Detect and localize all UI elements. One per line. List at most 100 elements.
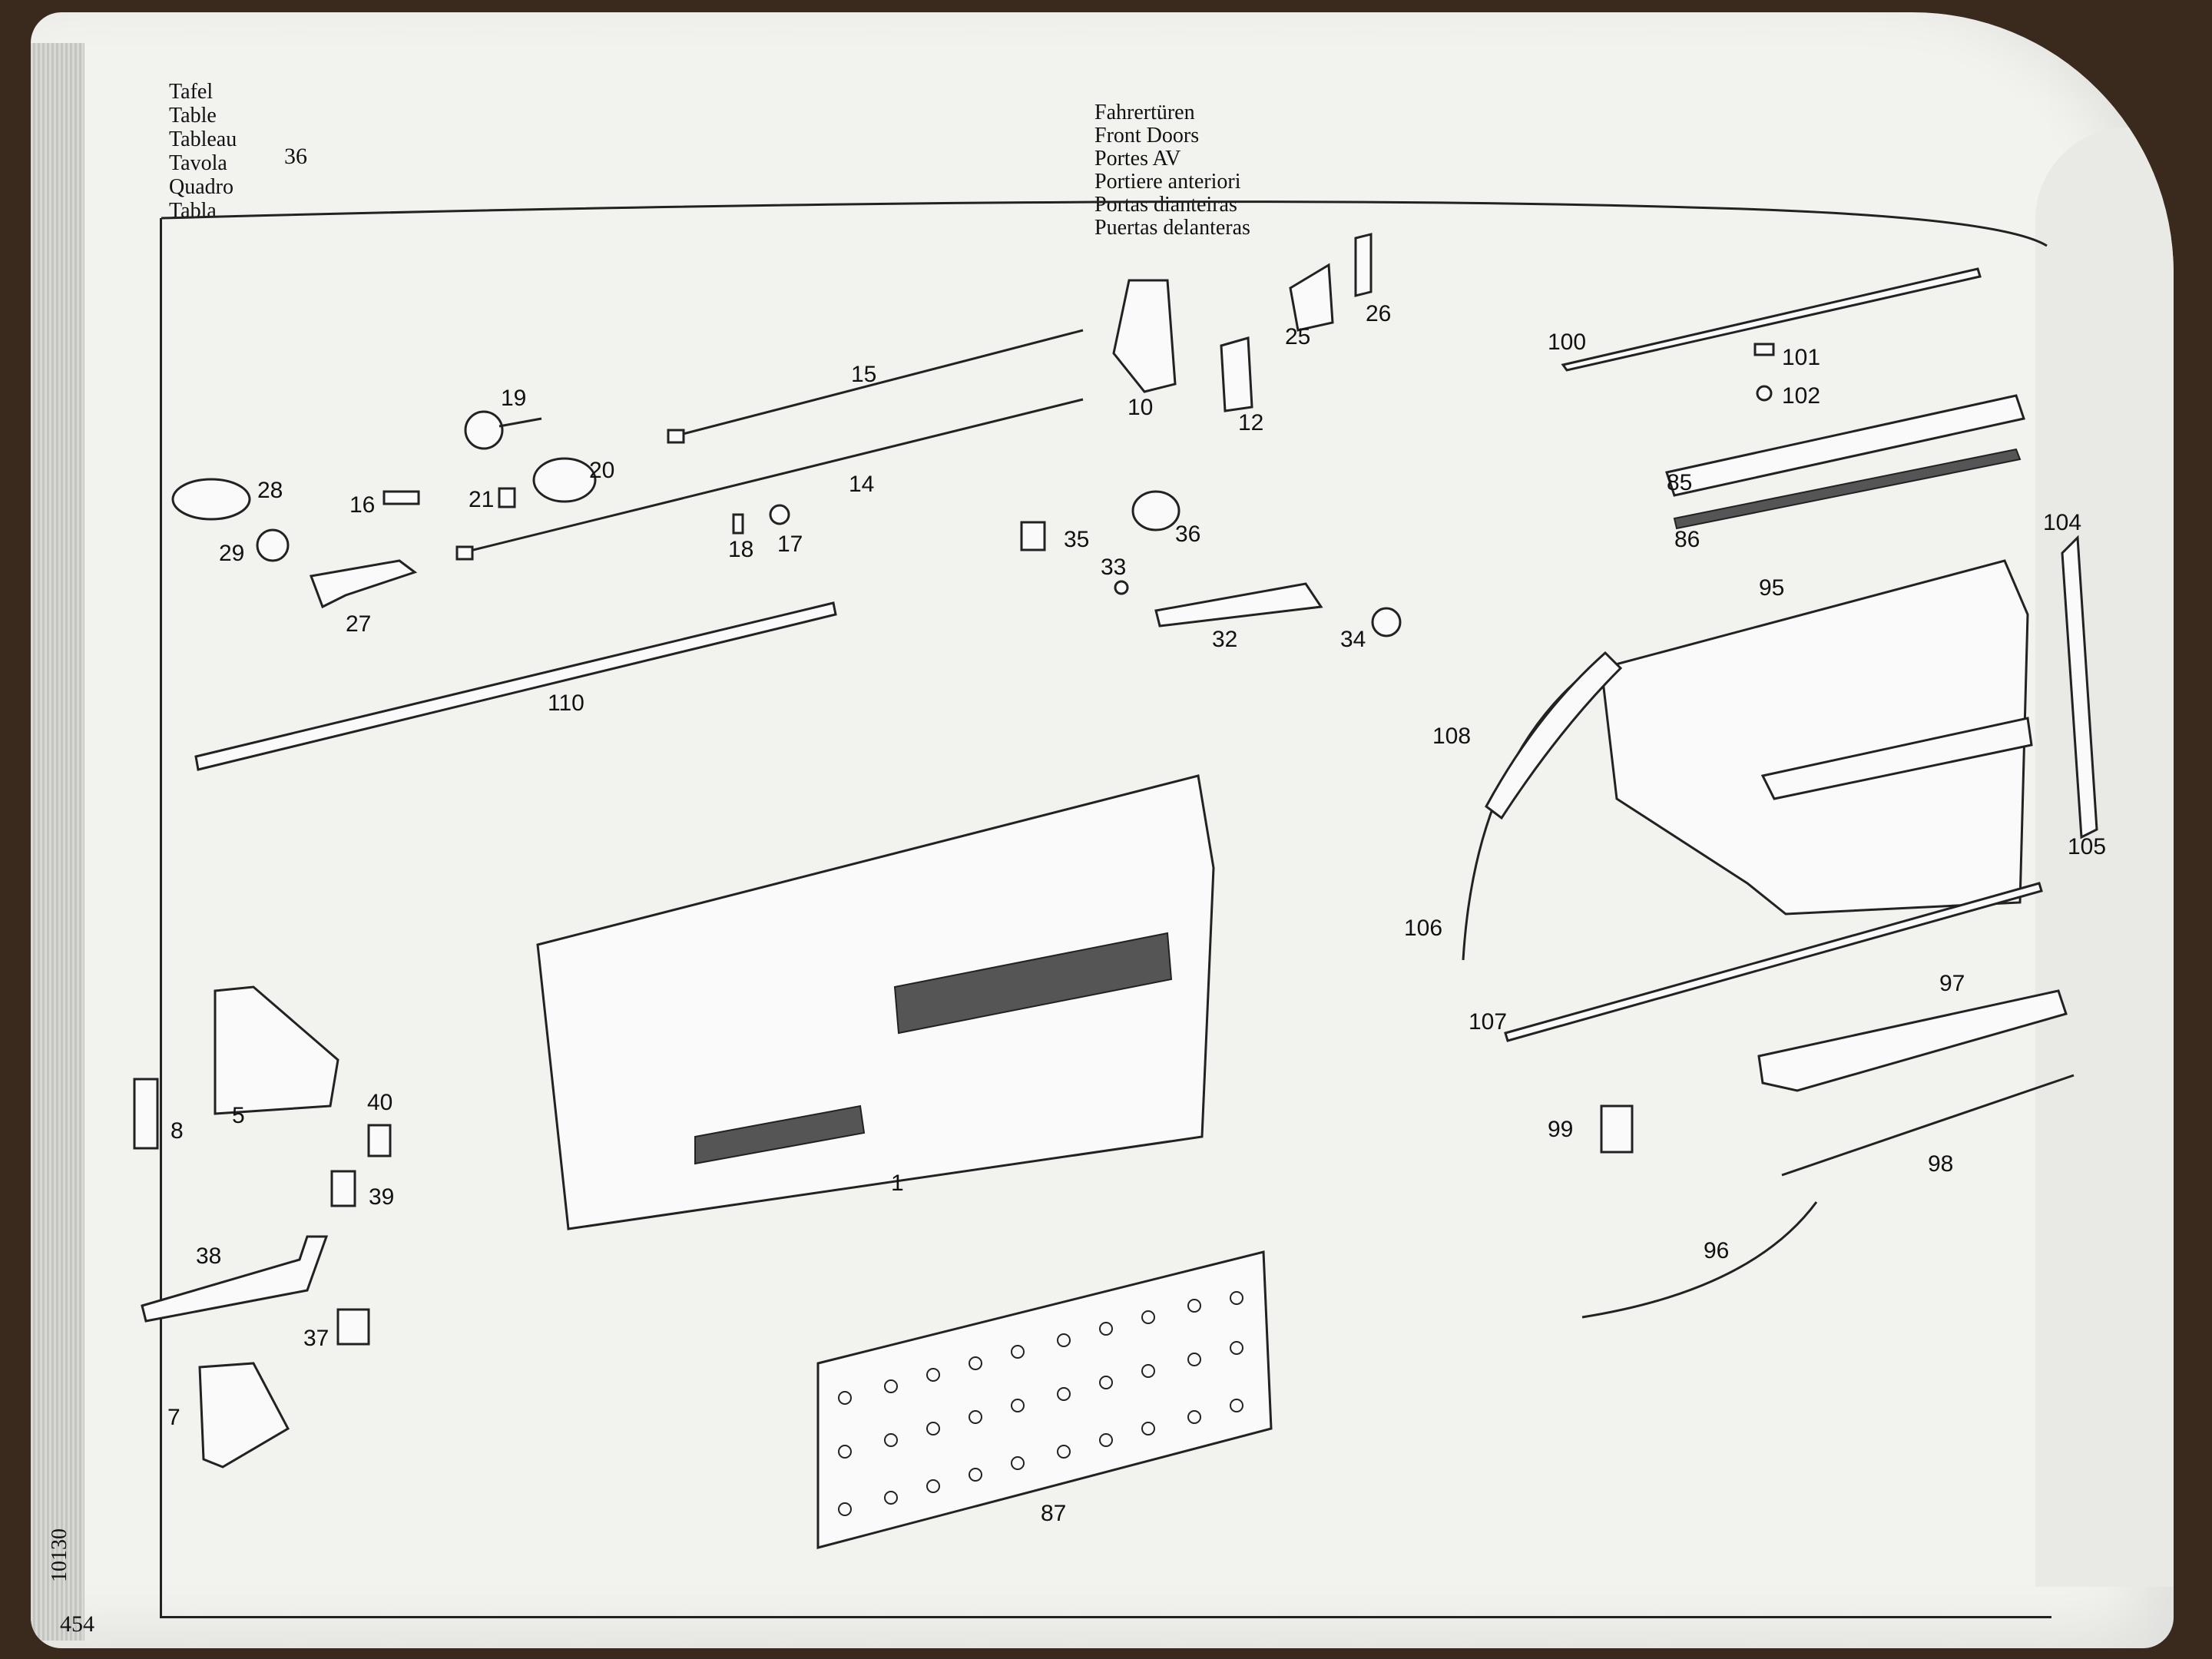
table-labels: Tafel Table Tableau Tavola Quadro Tabla … (169, 80, 307, 223)
part-87-holes (838, 1291, 1243, 1516)
next-page-sheet (2035, 127, 2174, 1587)
part-5-hinge (214, 985, 339, 1115)
part-28 (171, 478, 251, 521)
callout-86: 86 (1674, 527, 1700, 552)
page-stack-edge (31, 43, 84, 1641)
part-39 (330, 1170, 356, 1207)
callout-20: 20 (589, 458, 614, 483)
part-21 (498, 487, 516, 508)
callout-17: 17 (777, 531, 803, 557)
part-14-end (455, 545, 474, 561)
callout-35: 35 (1064, 527, 1089, 552)
callout-99: 99 (1548, 1117, 1573, 1142)
part-110-strip (194, 601, 837, 771)
table-number: 36 (284, 144, 307, 169)
part-38-strap (141, 1235, 329, 1323)
callout-107: 107 (1469, 1009, 1507, 1035)
part-1-door-shell (536, 774, 1215, 1230)
callout-102: 102 (1782, 383, 1820, 409)
table-label: Tableau (169, 127, 237, 151)
callout-96: 96 (1704, 1238, 1729, 1263)
vertical-code: 10130 (48, 1528, 71, 1582)
frame-top-curve (161, 200, 2048, 247)
callout-98: 98 (1928, 1151, 1953, 1177)
callout-29: 29 (219, 541, 244, 566)
callout-106: 106 (1404, 916, 1442, 941)
callout-34: 34 (1340, 627, 1366, 652)
part-14-rod (460, 398, 1084, 555)
part-108 (1485, 651, 1623, 820)
table-label: Tafel (169, 80, 214, 104)
part-95-trim-panel (1600, 559, 2029, 916)
part-102 (1756, 385, 1773, 402)
callout-33: 33 (1101, 555, 1126, 580)
part-27 (309, 559, 418, 609)
part-99 (1600, 1104, 1634, 1154)
callout-19: 19 (501, 386, 526, 411)
part-10 (1112, 279, 1177, 393)
callout-1: 1 (891, 1171, 904, 1196)
callout-15: 15 (851, 362, 876, 387)
part-8 (133, 1078, 159, 1150)
title-line: Portiere anteriori (1094, 170, 1241, 194)
title-line: Puertas delanteras (1094, 216, 1250, 240)
part-35 (1020, 521, 1046, 551)
part-26 (1354, 233, 1373, 297)
callout-25: 25 (1285, 324, 1310, 349)
part-15-end (667, 429, 685, 444)
part-104-105-strip (2061, 535, 2098, 839)
part-100-strip (1561, 267, 1982, 372)
callout-95: 95 (1759, 575, 1784, 601)
callout-12: 12 (1238, 410, 1263, 435)
part-17 (769, 504, 790, 525)
table-label: Quadro (169, 175, 233, 199)
callout-14: 14 (849, 472, 874, 497)
callout-32: 32 (1212, 627, 1237, 652)
part-19-arm (498, 417, 542, 428)
part-16 (382, 490, 420, 505)
part-37 (336, 1308, 370, 1346)
callout-5: 5 (232, 1103, 245, 1128)
title-line: Portes AV (1094, 147, 1181, 171)
part-1-lower-opening (694, 1104, 866, 1165)
callout-104: 104 (2043, 510, 2081, 535)
callout-28: 28 (257, 478, 283, 503)
callout-108: 108 (1432, 724, 1471, 749)
callout-16: 16 (349, 492, 375, 518)
part-20 (532, 457, 597, 503)
page-title: Fahrertüren Front Doors Portes AV Portie… (1094, 101, 1250, 240)
diagram-frame (160, 218, 2051, 1618)
callout-36: 36 (1175, 522, 1200, 547)
callout-10: 10 (1128, 395, 1153, 420)
callout-38: 38 (196, 1243, 221, 1269)
part-33 (1114, 580, 1129, 595)
page-number: 454 (60, 1611, 94, 1637)
table-label: Tavola (169, 151, 227, 175)
callout-18: 18 (728, 537, 753, 562)
part-32 (1154, 582, 1323, 628)
callout-26: 26 (1366, 301, 1391, 326)
part-25 (1289, 263, 1334, 332)
callout-40: 40 (367, 1090, 392, 1115)
callout-85: 85 (1667, 470, 1692, 495)
part-95-armrest (1760, 717, 2033, 800)
part-1-window-opening (893, 932, 1173, 1035)
part-18 (732, 513, 744, 535)
part-34 (1371, 607, 1402, 637)
callout-39: 39 (369, 1184, 394, 1210)
callout-101: 101 (1782, 345, 1820, 370)
part-97 (1757, 989, 2068, 1092)
part-101 (1753, 343, 1775, 356)
part-12 (1220, 336, 1253, 412)
callout-87: 87 (1041, 1501, 1066, 1526)
part-40 (367, 1124, 392, 1157)
callout-21: 21 (469, 487, 494, 512)
part-96 (1581, 1201, 1818, 1319)
callout-110: 110 (548, 690, 584, 716)
part-87-panel (816, 1250, 1273, 1549)
callout-8: 8 (171, 1118, 184, 1144)
title-line: Fahrertüren (1094, 101, 1195, 124)
callout-97: 97 (1939, 971, 1965, 996)
part-86-strip (1673, 448, 2022, 530)
